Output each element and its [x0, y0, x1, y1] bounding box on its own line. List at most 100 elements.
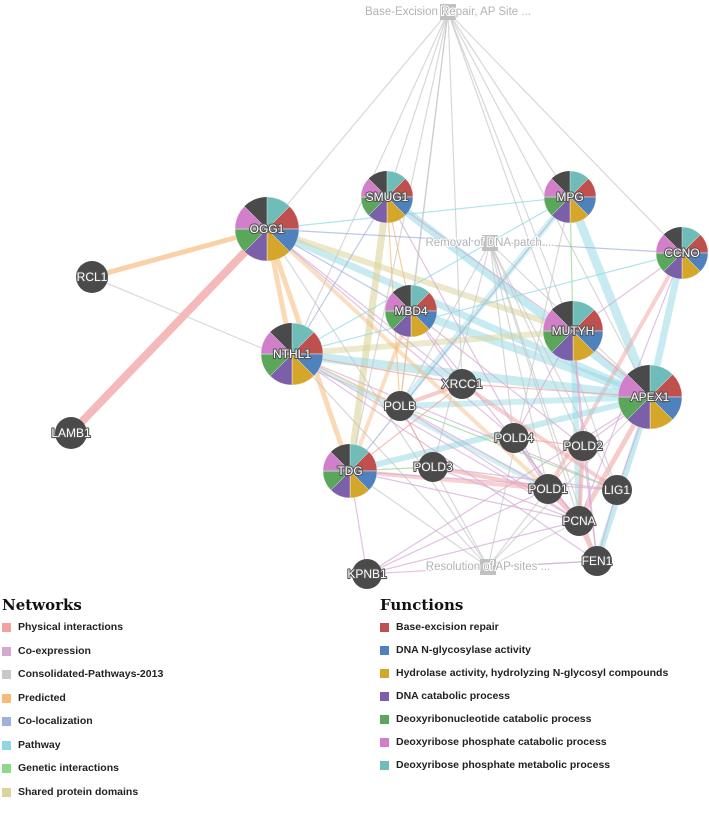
network-edge: [266, 196, 571, 230]
gene-node-disc: [385, 391, 415, 421]
function-legend-item[interactable]: Deoxyribose phosphate catabolic process: [380, 735, 705, 758]
gene-node-disc: [55, 417, 87, 449]
gene-node-label-halo: APEX1: [631, 390, 670, 404]
gene-node-label: POLB: [384, 399, 416, 413]
network-edge: [266, 228, 515, 439]
function-legend-item[interactable]: Deoxyribose phosphate metabolic process: [380, 758, 705, 781]
gene-node-label: XRCC1: [442, 377, 483, 391]
legend-label: DNA N-glycosylase activity: [396, 644, 531, 656]
legend-label: Consolidated-Pathways-2013: [18, 668, 164, 680]
legend-swatch: [380, 692, 389, 701]
gene-node-label-halo: SMUG1: [366, 190, 409, 204]
network-edge: [349, 470, 580, 522]
legend-swatch: [2, 717, 11, 726]
network-legend-item[interactable]: Shared protein domains: [2, 785, 342, 809]
gene-node-label: MBD4: [394, 304, 428, 318]
pathway-node-square: [440, 4, 456, 20]
network-edge: [432, 466, 618, 491]
legend-label: Predicted: [18, 691, 66, 704]
network-edge: [291, 196, 571, 355]
networks-legend-heading: Networks: [2, 596, 82, 614]
gene-node-label: TDG: [337, 464, 362, 478]
functions-legend-list: Base-excision repair DNA N-glycosylase a…: [380, 620, 705, 781]
gene-node-disc: [582, 546, 612, 576]
legend-swatch: [2, 764, 11, 773]
pathway-node-label-halo: Resolution of AP sites ...: [426, 561, 550, 573]
edge-layer: [67, 11, 686, 575]
pathway-node-label: Base-Excision Repair, AP Site ...: [365, 6, 531, 18]
network-edge: [487, 520, 580, 568]
network-edge: [266, 228, 489, 568]
gene-node-disc: [564, 506, 594, 536]
function-pie-slice: [617, 374, 651, 398]
network-legend-item[interactable]: Co-expression: [2, 644, 342, 668]
network-edge: [386, 11, 449, 198]
function-legend-item[interactable]: Deoxyribonucleotide catabolic process: [380, 712, 705, 735]
network-edge: [266, 11, 449, 230]
gene-node-disc: [499, 423, 529, 453]
pathway-node[interactable]: Removal of DNA patch ...Removal of DNA p…: [424, 235, 556, 251]
network-legend-item[interactable]: Predicted: [2, 691, 342, 715]
function-legend-item[interactable]: DNA catabolic process: [380, 689, 705, 712]
pathway-node[interactable]: Base-Excision Repair, AP Site ...Base-Ex…: [364, 4, 532, 20]
gene-node-label: LAMB1: [51, 426, 91, 440]
network-edge: [487, 196, 571, 568]
function-pie-slice: [234, 206, 268, 230]
functions-legend-heading: Functions: [380, 596, 464, 614]
network-legend-item[interactable]: Pathway: [2, 738, 342, 762]
network-legend-item[interactable]: Consolidated-Pathways-2013: [2, 667, 342, 691]
gene-node-label: OGG1: [250, 222, 285, 236]
function-legend-item[interactable]: DNA N-glycosylase activity: [380, 643, 705, 666]
gene-node-label-halo: MUTYH: [552, 324, 595, 338]
network-edge: [489, 242, 580, 522]
function-legend-item[interactable]: Base-excision repair: [380, 620, 705, 643]
pathway-node[interactable]: Resolution of AP sites ...Resolution of …: [425, 559, 551, 575]
pathway-node-label-halo: Base-Excision Repair, AP Site ...: [365, 6, 531, 18]
legend-label: Co-localization: [18, 715, 93, 727]
pathway-node-square: [480, 559, 496, 575]
network-edge: [349, 470, 489, 568]
network-edge: [431, 465, 550, 491]
network-edge: [447, 11, 463, 385]
function-pie-slice: [542, 309, 574, 332]
network-legend-item[interactable]: Co-localization: [2, 714, 342, 738]
network-legend-item[interactable]: Physical interactions: [2, 620, 342, 644]
gene-node-label: RCL1: [77, 270, 108, 284]
function-pie-slice: [384, 292, 412, 312]
legend-swatch: [2, 787, 11, 797]
function-pie-slice: [360, 178, 388, 198]
gene-node-label: KPNB1: [347, 567, 387, 581]
legend-label: Pathway: [18, 738, 61, 751]
network-edge: [487, 488, 549, 568]
gene-node-label: SMUG1: [366, 190, 409, 204]
function-legend-item[interactable]: Hydrolase activity, hydrolyzing N-glycos…: [380, 666, 705, 689]
function-pie-slice: [260, 331, 293, 355]
legend-label: Physical interactions: [18, 621, 124, 633]
network-legend-item[interactable]: Genetic interactions: [2, 761, 342, 785]
network-edge: [91, 276, 401, 407]
legend-swatch: [2, 623, 11, 632]
pathway-node-label: Removal of DNA patch ...: [425, 237, 554, 249]
gene-node-label: FEN1: [582, 554, 613, 568]
